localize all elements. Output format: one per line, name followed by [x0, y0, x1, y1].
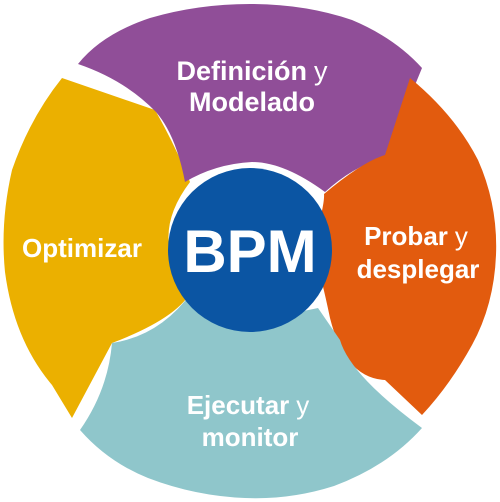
center-circle	[168, 168, 332, 332]
center-label: BPM	[183, 218, 316, 285]
segment-ejecutar-line1-light: y	[296, 390, 309, 420]
segment-ejecutar-line1-bold: Ejecutar	[187, 390, 290, 420]
segment-definicion-line1-light: y	[314, 56, 328, 86]
segment-ejecutar-line2: monitor	[202, 422, 299, 452]
segment-definicion-line2: Modelado	[189, 87, 315, 117]
segment-probar-line2: desplegar	[357, 254, 480, 284]
segment-probar-line1-bold: Probar	[364, 221, 448, 251]
segment-probar-shape	[312, 78, 497, 415]
segment-definicion-shape	[78, 4, 422, 192]
segment-definicion-line1-bold: Definición	[176, 56, 307, 86]
segment-ejecutar-shape	[80, 292, 422, 499]
segment-probar-line1-light: y	[455, 221, 468, 251]
segment-optimizar-shape	[3, 78, 192, 418]
segment-optimizar-label: Optimizar	[22, 233, 142, 263]
